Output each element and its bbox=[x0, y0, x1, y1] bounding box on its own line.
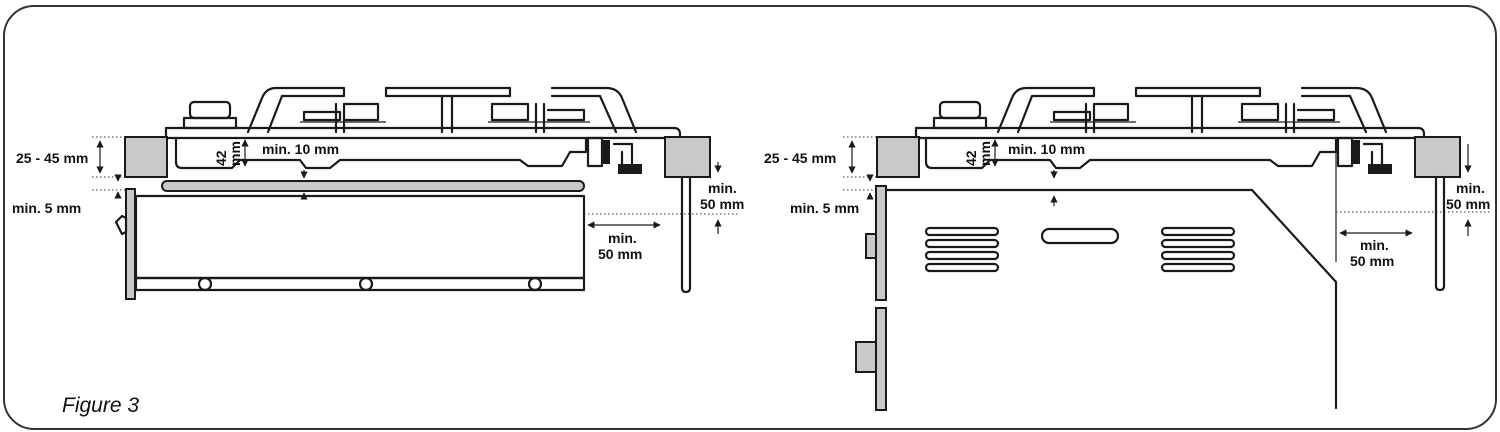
right-side-min-value: 50 mm bbox=[1350, 253, 1394, 269]
right-side-min-label: min. bbox=[1360, 237, 1389, 253]
right-oven bbox=[855, 185, 1338, 411]
left-hob-body bbox=[174, 136, 588, 170]
right-burners bbox=[1050, 102, 1340, 123]
left-hob-depth-value: 42 bbox=[213, 150, 229, 166]
right-installation-oven bbox=[843, 86, 1490, 411]
right-worktop-right bbox=[1414, 136, 1461, 178]
oven-handle-slot bbox=[1040, 227, 1120, 245]
left-divider-plate bbox=[161, 180, 585, 192]
right-worktop-left bbox=[876, 136, 920, 178]
left-wall-min-value: 50 mm bbox=[700, 196, 744, 212]
left-worktop-thickness: 25 - 45 mm bbox=[16, 150, 88, 166]
right-hob-depth-value: 42 bbox=[963, 150, 979, 166]
oven-left-vents bbox=[924, 226, 1000, 273]
left-wall-min-label: min. bbox=[708, 180, 737, 196]
left-hob-depth-unit: mm bbox=[227, 141, 243, 166]
right-gas-connector bbox=[1336, 136, 1392, 174]
left-side-panel bbox=[680, 175, 692, 294]
left-min-gap: min. 5 mm bbox=[12, 200, 81, 216]
right-hob-body bbox=[924, 136, 1338, 170]
figure-caption: Figure 3 bbox=[62, 394, 139, 417]
left-side-min-value: 50 mm bbox=[598, 246, 642, 262]
left-drawer bbox=[114, 188, 586, 300]
right-min-gap: min. 5 mm bbox=[790, 200, 859, 216]
right-hob-depth-unit: mm bbox=[977, 141, 993, 166]
left-worktop-left bbox=[124, 136, 168, 178]
left-installation-drawer bbox=[92, 86, 740, 300]
left-gas-connector bbox=[586, 136, 642, 174]
right-wall-min-label: min. bbox=[1456, 180, 1485, 196]
left-side-min-label: min. bbox=[608, 230, 637, 246]
left-burners bbox=[300, 102, 590, 123]
left-clearance-below-hob: min. 10 mm bbox=[262, 141, 339, 157]
right-dimension-lines bbox=[843, 136, 1490, 262]
left-worktop-right bbox=[664, 136, 711, 178]
left-pan-supports bbox=[246, 86, 638, 134]
left-dimension-lines bbox=[92, 136, 740, 234]
right-worktop-thickness: 25 - 45 mm bbox=[764, 150, 836, 166]
oven-right-vents bbox=[1160, 226, 1236, 273]
figure-border bbox=[3, 5, 1497, 430]
right-wall-min-value: 50 mm bbox=[1446, 196, 1490, 212]
right-clearance-below-hob: min. 10 mm bbox=[1008, 141, 1085, 157]
right-side-panel bbox=[1434, 175, 1446, 292]
